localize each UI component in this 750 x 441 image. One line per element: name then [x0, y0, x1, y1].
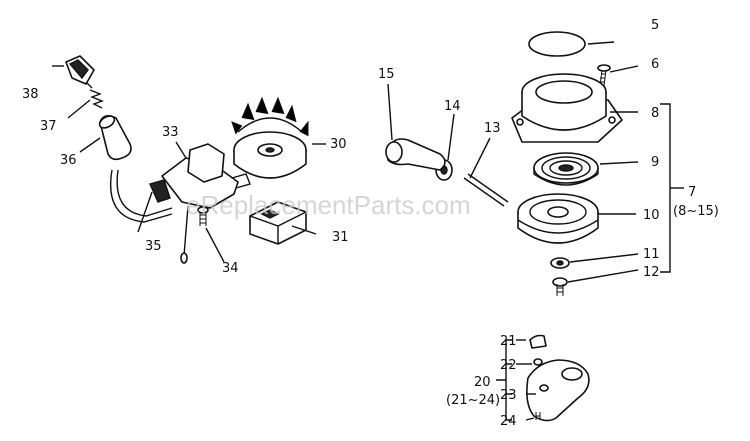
- callout-37: 37: [40, 119, 57, 134]
- callout-20-range: (21~24): [446, 393, 500, 408]
- callout-9: 9: [651, 155, 659, 170]
- leader-lines: [52, 41, 684, 421]
- callout-12: 12: [643, 265, 660, 280]
- callout-21: 21: [500, 334, 517, 349]
- callout-33: 33: [162, 125, 179, 140]
- handle-part-15: [385, 138, 446, 171]
- cover-assembly-part-20: [526, 334, 590, 422]
- callout-23: 23: [500, 388, 517, 403]
- spring-part-37: [89, 89, 104, 109]
- callout-36: 36: [60, 153, 77, 168]
- rope-part-13: [463, 173, 509, 207]
- pulley-part-10: [517, 193, 599, 244]
- screw-part-6: [597, 64, 611, 87]
- callout-20: 20: [474, 375, 491, 390]
- callout-7-range: (8~15): [673, 204, 719, 219]
- callout-7: 7: [688, 185, 696, 200]
- washer-part-11: [550, 257, 570, 269]
- callout-15: 15: [378, 67, 395, 82]
- ignition-coil-part-33: [110, 143, 251, 264]
- callout-24: 24: [500, 414, 517, 429]
- callout-6: 6: [651, 57, 659, 72]
- callout-13: 13: [484, 121, 501, 136]
- bolt-part-12: [552, 277, 568, 296]
- flywheel-part-30: [231, 96, 309, 179]
- callout-31: 31: [332, 230, 349, 245]
- callout-8: 8: [651, 106, 659, 121]
- callout-30: 30: [330, 137, 347, 152]
- cap-part-5: [528, 31, 586, 57]
- spark-plug-cap-part-38: [65, 55, 95, 89]
- callout-10: 10: [643, 208, 660, 223]
- callout-5: 5: [651, 18, 659, 33]
- callout-35: 35: [145, 239, 162, 254]
- bolt-part-34: [197, 206, 209, 226]
- watermark: eReplacementParts.com: [186, 190, 471, 220]
- callout-38: 38: [22, 87, 39, 102]
- callout-11: 11: [643, 247, 660, 262]
- callout-22: 22: [500, 358, 517, 373]
- boot-part-36: [98, 114, 132, 161]
- starter-housing-part-8: [511, 73, 623, 143]
- callout-14: 14: [444, 99, 461, 114]
- callout-34: 34: [222, 261, 239, 276]
- spiral-spring-part-9: [533, 152, 599, 186]
